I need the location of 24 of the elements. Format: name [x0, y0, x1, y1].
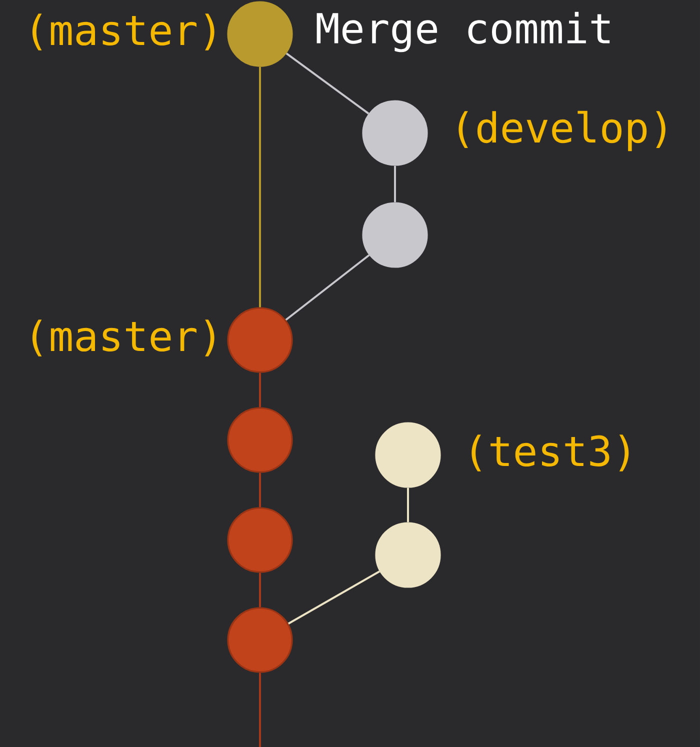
branch-label: (test3) — [472, 434, 629, 472]
branch-line — [286, 52, 370, 114]
commit-circle — [362, 202, 428, 268]
branch-line — [259, 672, 261, 747]
branch-line — [259, 472, 261, 508]
branch-line — [288, 570, 380, 625]
branch-line — [285, 254, 370, 321]
branch-line — [394, 166, 396, 202]
branch-label: Merge commit — [316, 12, 610, 52]
commit-circle — [362, 100, 428, 166]
commit-circle — [227, 407, 293, 473]
branch-line — [259, 372, 261, 408]
commit-circle — [227, 1, 293, 67]
branch-line — [259, 572, 261, 608]
commit-circle — [375, 422, 441, 488]
branch-line — [407, 488, 409, 522]
commit-circle — [227, 607, 293, 673]
commit-circle — [375, 522, 441, 588]
branch-line — [259, 66, 261, 308]
commit-circle — [227, 307, 293, 373]
commit-circle — [227, 507, 293, 573]
branch-label: (master) — [32, 14, 214, 50]
branch-label: (develop) — [458, 110, 666, 152]
branch-label: (master) — [32, 320, 214, 356]
